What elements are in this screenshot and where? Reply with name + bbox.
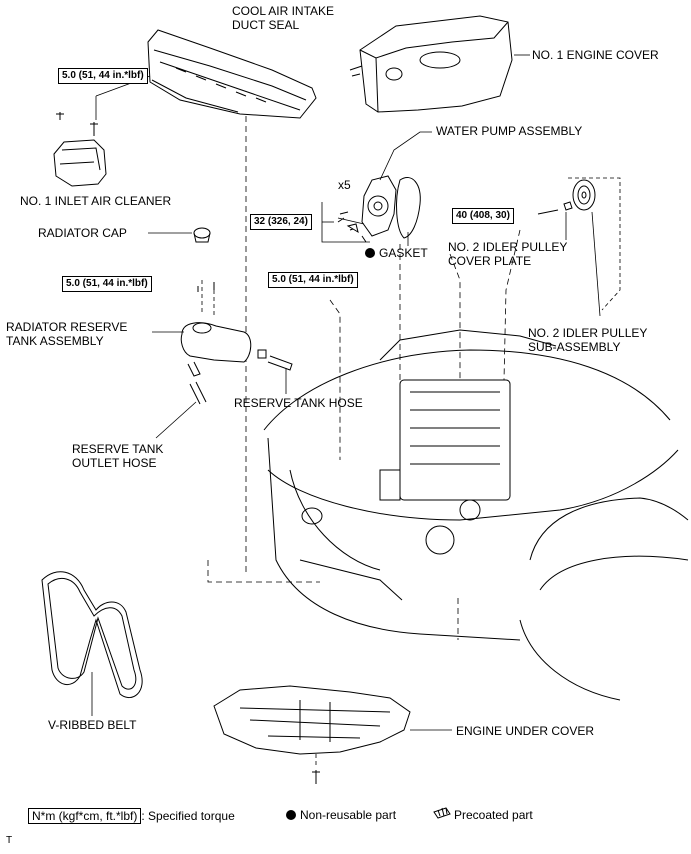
- precoated-symbol-icon: [433, 807, 451, 819]
- engine-under-cover-label: ENGINE UNDER COVER: [456, 724, 595, 738]
- vehicle-front-drawing: [263, 329, 689, 701]
- radiator-cap-label: RADIATOR CAP: [38, 226, 127, 240]
- radiator-reserve-tank-drawing: [180, 282, 293, 405]
- engine-cover-label: NO. 1 ENGINE COVER: [532, 48, 659, 62]
- legend-torque-desc: : Specified torque: [141, 809, 235, 823]
- idler-pulley-drawing: [537, 179, 596, 215]
- torque-tank-right: 5.0 (51, 44 in.*lbf): [268, 272, 358, 288]
- quantity-x5-label: x5: [338, 178, 351, 192]
- torque-water-pump: 32 (326, 24): [250, 214, 312, 230]
- radiator-cap-drawing: [193, 227, 211, 243]
- non-reusable-legend-icon: [286, 810, 296, 820]
- cool-air-intake-duct-seal-label: COOL AIR INTAKE DUCT SEAL: [232, 4, 335, 32]
- engine-cover-drawing: [349, 15, 513, 113]
- legend-torque-unit: N*m (kgf*cm, ft.*lbf): [28, 808, 142, 824]
- inlet-air-cleaner-drawing: [53, 112, 107, 187]
- footer-code: T: [6, 835, 13, 846]
- water-pump-label: WATER PUMP ASSEMBLY: [436, 124, 583, 138]
- reserve-tank-hose-label: RESERVE TANK HOSE: [234, 396, 363, 410]
- legend-specified-torque: N*m (kgf*cm, ft.*lbf): Specified torque: [28, 808, 235, 824]
- torque-tank-left: 5.0 (51, 44 in.*lbf): [62, 276, 152, 292]
- gasket-label: GASKET: [365, 246, 428, 260]
- engine-under-cover-drawing: [213, 685, 411, 784]
- legend-precoated: Precoated part: [454, 808, 533, 822]
- cool-air-intake-duct-seal-drawing: [147, 29, 317, 119]
- torque-air-cleaner: 5.0 (51, 44 in.*lbf): [58, 68, 148, 84]
- reserve-tank-assembly-label: RADIATOR RESERVE TANK ASSEMBLY: [6, 320, 128, 348]
- reserve-tank-outlet-hose-label: RESERVE TANK OUTLET HOSE: [72, 442, 164, 470]
- non-reusable-dot-icon: [365, 248, 375, 258]
- torque-idler-pulley: 40 (408, 30): [452, 208, 514, 224]
- inlet-air-cleaner-label: NO. 1 INLET AIR CLEANER: [20, 194, 172, 208]
- v-ribbed-belt-label: V-RIBBED BELT: [48, 718, 137, 732]
- idler-pulley-sub-assembly-label: NO. 2 IDLER PULLEY SUB-ASSEMBLY: [528, 326, 648, 354]
- water-pump-drawing: [337, 175, 421, 243]
- v-ribbed-belt-drawing: [41, 571, 143, 699]
- idler-pulley-cover-plate-label: NO. 2 IDLER PULLEY COVER PLATE: [448, 240, 568, 268]
- legend-non-reusable: Non-reusable part: [286, 808, 396, 822]
